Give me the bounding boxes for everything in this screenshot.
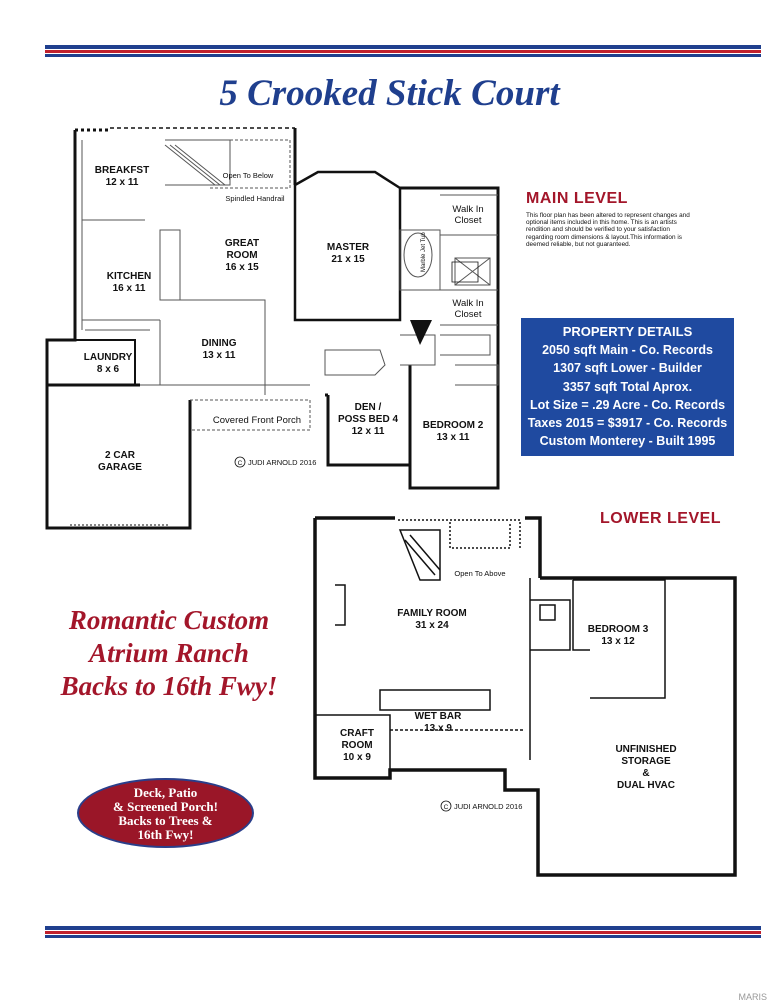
closet2-note-1: Walk In [452,298,483,309]
top-band-blue-1 [45,45,761,49]
laundry-label: LAUNDRY [84,352,133,363]
laundry-size: 8 x 6 [97,364,120,375]
tagline-line: Backs to 16th Fwy! [60,671,278,701]
wet-bar-size: 13 x 9 [424,723,452,734]
craft-room-label-2: ROOM [341,740,372,751]
bottom-band-red [45,931,761,934]
badge-line: Backs to Trees & [118,813,213,828]
porch-note: Covered Front Porch [213,415,301,426]
master-label: MASTER [327,242,370,253]
closet1-note-2: Closet [455,215,482,226]
lower-copyright-mark: C [444,804,449,811]
den-label-1: DEN / [355,402,382,413]
top-band-red [45,50,761,53]
main-level-disclaimer: This floor plan has been altered to repr… [526,212,690,248]
lower-copyright: JUDI ARNOLD 2016 [454,802,522,811]
detail-line: 2050 sqft Main - Co. Records [542,343,713,358]
den-label-2: POSS BED 4 [338,414,398,425]
lower-level-floor-plan: FAMILY ROOM 31 x 24 BEDROOM 3 13 x 12 WE… [313,516,737,877]
storage-label-3: & [642,768,649,779]
bedroom3-size: 13 x 12 [601,636,635,647]
great-room-label-1: GREAT [225,238,259,249]
master-size: 21 x 15 [331,254,365,265]
bottom-band-blue-1 [45,926,761,930]
tagline-line: Romantic Custom [68,605,270,635]
open-below-note: Open To Below [223,171,274,180]
main-copyright-mark: C [238,460,243,467]
watermark: MARIS [738,992,767,1002]
open-above-note: Open To Above [454,569,505,578]
bottom-band-blue-2 [45,935,761,938]
tub-note: Marble Jet Tub [421,232,427,272]
craft-room-size: 10 x 9 [343,752,371,763]
family-room-label: FAMILY ROOM [397,608,466,619]
top-band-blue-2 [45,54,761,57]
main-copyright: JUDI ARNOLD 2016 [248,458,316,467]
breakfast-size: 12 x 11 [106,177,139,188]
garage-label-2: GARAGE [98,462,142,473]
closet2-note-2: Closet [455,309,482,320]
page-title: 5 Crooked Stick Court [219,73,560,114]
handrail-note: Spindled Handrail [225,194,285,203]
great-room-size: 16 x 15 [225,262,259,273]
lower-level-title: LOWER LEVEL [600,510,722,527]
family-room-size: 31 x 24 [415,620,449,631]
badge-line: Deck, Patio [133,785,198,800]
detail-line: 3357 sqft Total Aprox. [562,379,693,394]
property-details-box: PROPERTY DETAILS 2050 sqft Main - Co. Re… [521,318,734,456]
wet-bar-label: WET BAR [415,711,462,722]
tagline: Romantic Custom Atrium Ranch Backs to 16… [34,604,304,703]
main-level-floor-plan: BREAKFST 12 x 11 GREAT ROOM 16 x 15 KITC… [45,127,500,530]
breakfast-label: BREAKFST [95,165,149,176]
garage-label-1: 2 CAR [105,450,136,461]
storage-label-4: DUAL HVAC [617,780,675,791]
detail-line: Custom Monterey - Built 1995 [539,434,716,449]
dining-size: 13 x 11 [203,350,236,361]
craft-room-label-1: CRAFT [340,728,374,739]
kitchen-label: KITCHEN [107,271,151,282]
den-size: 12 x 11 [352,426,385,437]
storage-label-2: STORAGE [621,756,671,767]
bedroom2-size: 13 x 11 [437,432,470,443]
closet1-note-1: Walk In [452,204,483,215]
badge-line: & Screened Porch! [113,799,218,814]
property-details-title: PROPERTY DETAILS [562,324,693,339]
dining-label: DINING [202,338,237,349]
great-room-label-2: ROOM [226,250,257,261]
storage-label-1: UNFINISHED [615,744,676,755]
detail-line: Lot Size = .29 Acre - Co. Records [529,397,726,412]
main-level-title: MAIN LEVEL [526,190,628,207]
features-badge: Deck, Patio & Screened Porch! Backs to T… [77,778,254,848]
bedroom2-label: BEDROOM 2 [423,420,484,431]
badge-line: 16th Fwy! [137,827,194,842]
bedroom3-label: BEDROOM 3 [588,624,649,635]
kitchen-size: 16 x 11 [113,283,146,294]
detail-line: 1307 sqft Lower - Builder [553,361,702,376]
tagline-line: Atrium Ranch [89,638,249,668]
detail-line: Taxes 2015 = $3917 - Co. Records [527,416,728,431]
